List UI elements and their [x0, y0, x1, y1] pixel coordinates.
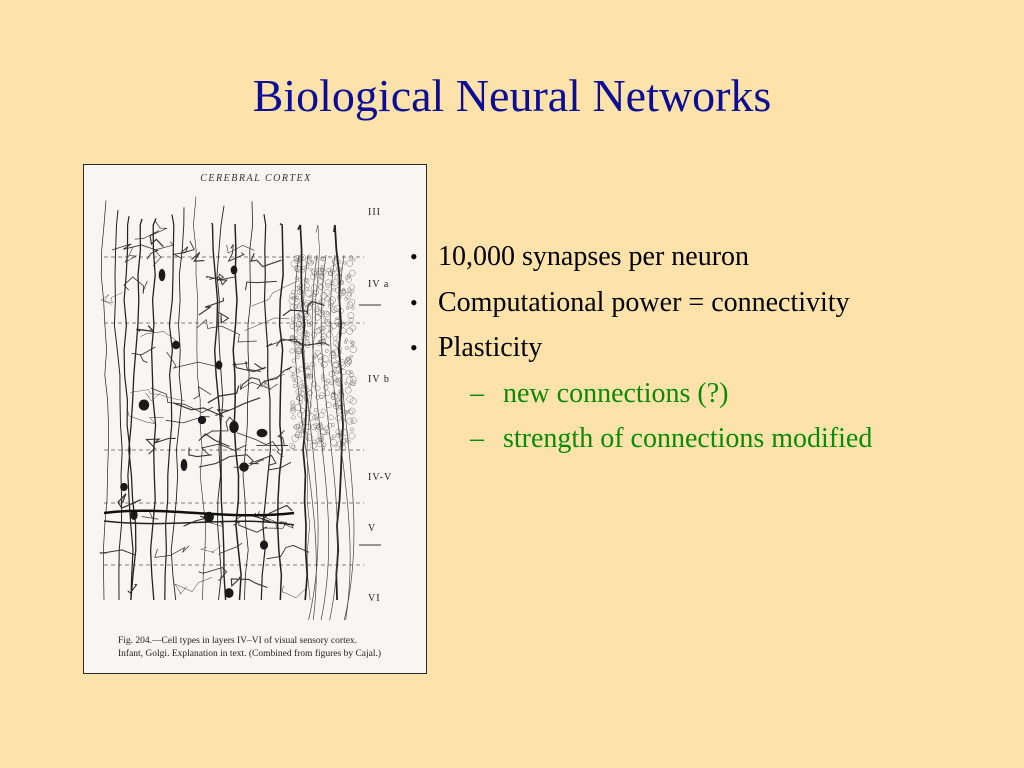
- figure-caption-line-1: Fig. 204.—Cell types in layers IV–VI of …: [118, 636, 358, 646]
- layer-label-iv-v: IV-V: [368, 472, 393, 483]
- cerebral-cortex-figure: CEREBRAL CORTEX III IV a IV b IV-V V VI …: [83, 164, 427, 674]
- sub-bullet-text: strength of connections modified: [503, 423, 873, 454]
- layer-label-iii: III: [368, 207, 381, 218]
- sub-bullet-item: – strength of connections modified: [408, 416, 872, 462]
- figure-caption: Fig. 204.—Cell types in layers IV–VI of …: [118, 635, 418, 661]
- bullet-item: • 10,000 synapses per neuron: [408, 234, 872, 280]
- sub-bullet-item: – new connections (?): [408, 371, 872, 417]
- bullet-item: • Computational power = connectivity: [408, 280, 872, 326]
- bullet-text: 10,000 synapses per neuron: [438, 241, 750, 272]
- bullet-list: • 10,000 synapses per neuron • Computati…: [408, 234, 872, 462]
- dash-icon: –: [470, 423, 484, 454]
- bullet-dot-icon: •: [410, 289, 418, 315]
- slide-title: Biological Neural Networks: [252, 70, 772, 121]
- dash-icon: –: [470, 377, 484, 409]
- figure-caption-line-2: Infant, Golgi. Explanation in text. (Com…: [118, 649, 382, 659]
- bullet-item: • Plasticity: [408, 325, 872, 371]
- layer-label-ivb: IV b: [368, 374, 390, 385]
- figure-heading: CEREBRAL CORTEX: [200, 173, 312, 184]
- bullet-dot-icon: •: [410, 335, 418, 360]
- bullet-text: Computational power = connectivity: [438, 286, 850, 318]
- layer-label-vi: VI: [368, 593, 381, 604]
- bullet-dot-icon: •: [410, 244, 418, 269]
- bullet-text: Plasticity: [438, 332, 543, 363]
- layer-label-v: V: [368, 523, 377, 534]
- layer-label-iva: IV a: [368, 279, 390, 290]
- neuron-drawing: [99, 196, 381, 621]
- sub-bullet-text: new connections (?): [503, 377, 729, 409]
